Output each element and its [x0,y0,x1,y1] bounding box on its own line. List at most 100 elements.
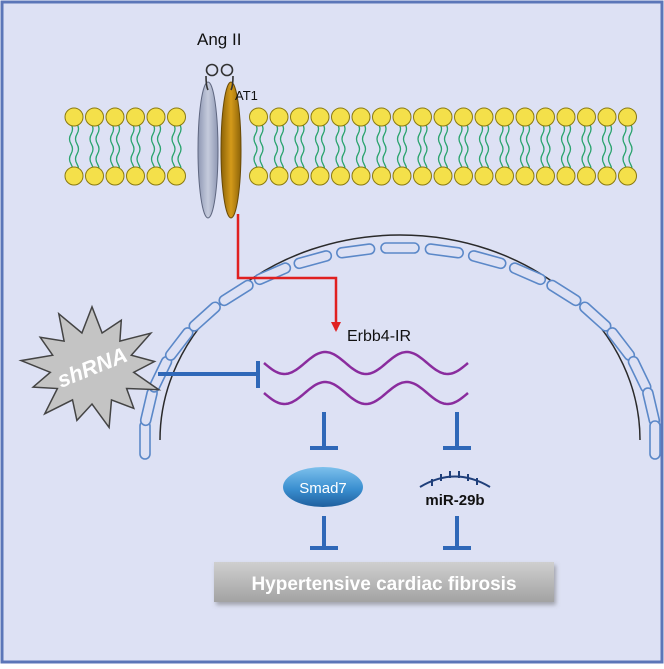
lipid-head [105,107,125,127]
lipid-head [392,107,412,127]
lipid-tail [68,123,74,175]
lipid-tail [136,123,141,175]
lipid-head [597,107,617,127]
lipid-head [351,166,371,186]
lipid-head [372,107,391,127]
lipid-tail [587,123,592,175]
lipid-head [618,166,637,186]
lipid-head [351,107,371,127]
smad7-inhibition-of-fibrosis [310,516,338,550]
outcome-label: Hypertensive cardiac fibrosis [251,574,516,595]
shrna-inhibition [158,361,260,388]
lipid-tail [294,123,299,175]
lipid-tail [314,123,320,175]
lipid-head [433,107,453,127]
lipid-head [454,166,473,186]
lipid-head [269,166,289,186]
lipid-tail [546,123,551,175]
lipid-tail [320,123,326,175]
nuclear-pore-segment [336,243,376,259]
lipid-tail [259,123,264,175]
mir29b-label: miR-29b [425,492,484,509]
lipid-tail [156,123,162,175]
lipid-head [556,107,576,127]
lipid-head [474,107,494,127]
lipid-head [495,166,514,186]
lipid-head [597,166,617,186]
lipid-tail [417,123,422,175]
lipid-head [126,166,145,186]
lipid-head [85,107,104,127]
inhibition-to-smad7 [310,412,338,450]
lipid-head [146,107,166,127]
receptor-gray-subunit [197,81,219,219]
lipid-tail [505,123,510,175]
lipid-tail [628,123,633,175]
lipid-tail [519,123,525,175]
nuclear-pore-segment [467,250,507,270]
mirna-hairpin-icon [419,471,491,488]
lipid-head [495,107,514,127]
at1-label: AT1 [235,88,258,103]
lipid-tail [74,123,80,175]
lipid-head [310,166,330,186]
receptor-gold-subunit [220,81,242,219]
lncrna-strand-bottom [263,380,469,406]
nuclear-pore-segment [218,279,254,307]
lipid-tail [109,123,115,175]
lipid-tail [130,123,135,175]
lipid-tail [361,123,367,175]
lipid-head [577,107,596,127]
lipid-head [433,166,453,186]
lipid-tail [402,123,408,175]
inhibition-to-mir29b [443,412,471,450]
nuclear-pore-segment [293,250,333,270]
nuclear-pore-segment [139,420,151,460]
lipid-head [331,107,350,127]
lipid-head [64,107,84,127]
nuclear-pore-segment [424,243,464,259]
lipid-head [515,166,535,186]
lipid-tail [464,123,469,175]
lipid-tail [581,123,586,175]
at1-receptor [197,81,242,219]
lipid-head [413,166,432,186]
lipid-head [474,166,494,186]
cell-membrane [64,107,637,186]
lipid-tail [484,123,490,175]
lipid-head [146,166,166,186]
lipid-tail [396,123,402,175]
lipid-tail [540,123,545,175]
lipid-tail [560,123,566,175]
lipid-tail [279,123,285,175]
lipid-tail [478,123,484,175]
lipid-tail [95,123,100,175]
activation-arrow [236,214,341,332]
lipid-head [372,166,391,186]
lipid-tail [177,123,182,175]
lipid-tail [300,123,305,175]
lipid-head [310,107,330,127]
starburst-icon [18,304,162,430]
lipid-head [536,107,555,127]
lipid-head [392,166,412,186]
lipid-head [249,166,268,186]
lipid-tail [376,123,381,175]
lipid-head [249,107,268,127]
lipid-tail [382,123,387,175]
lipid-head [290,166,309,186]
lipid-tail [443,123,449,175]
nuclear-pore-segment [508,262,547,286]
lipid-head [269,107,289,127]
nuclear-pores [139,242,661,460]
lipid-tail [355,123,361,175]
lipid-tail [437,123,443,175]
lipid-tail [253,123,258,175]
lipid-tail [525,123,531,175]
lipid-head [290,107,309,127]
nuclear-envelope-arc [159,234,641,441]
lipid-tail [458,123,463,175]
lipid-head [454,107,473,127]
lipid-head [331,166,350,186]
